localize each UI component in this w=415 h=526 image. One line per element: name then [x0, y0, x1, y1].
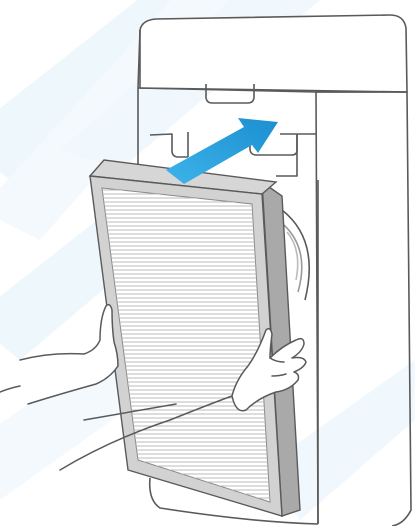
- insert-arrow-icon: [166, 118, 278, 184]
- purifier-top: [140, 15, 407, 92]
